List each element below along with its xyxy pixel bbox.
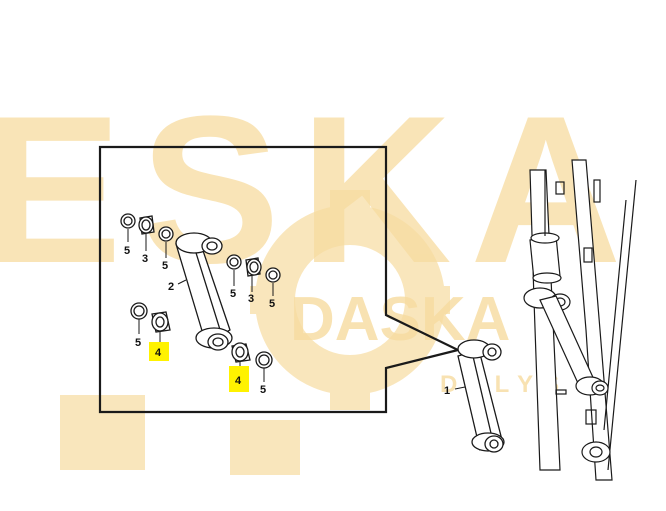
callout-right-upper-ring-b: 5: [269, 298, 275, 310]
callout-right-upper-bushing: 3: [248, 293, 254, 305]
callout-assembly: 1: [444, 385, 450, 397]
lower-left-bushing-set: [130, 302, 171, 333]
watermark-letter-e: E: [0, 72, 122, 307]
callout-top-mid-ring: 5: [162, 260, 168, 272]
callout-lower-right-bushing: 4: [235, 375, 242, 387]
top-left-bushing-set: [120, 213, 174, 242]
right-upper-bushing-set: [226, 254, 281, 283]
callout-right-upper-ring-a: 5: [230, 288, 236, 300]
small-link-part: [457, 339, 505, 453]
callout-lower-left-bushing: 4: [155, 347, 162, 359]
highlight-box-left: [149, 342, 169, 361]
callout-top-left-ring: 5: [124, 245, 130, 257]
link-part: [175, 232, 233, 351]
detail-frame: [98, 145, 462, 414]
watermark-gear-emblem: [60, 190, 450, 475]
callout-top-left-bushing: 3: [142, 253, 148, 265]
callout-link: 2: [168, 281, 174, 293]
callout-lower-left-ring: 5: [135, 337, 141, 349]
lower-right-bushing-set: [231, 342, 273, 369]
callout-lower-right-ring: 5: [260, 384, 266, 396]
highlight-box-right: [229, 366, 249, 392]
boom-assembly: [523, 159, 637, 481]
